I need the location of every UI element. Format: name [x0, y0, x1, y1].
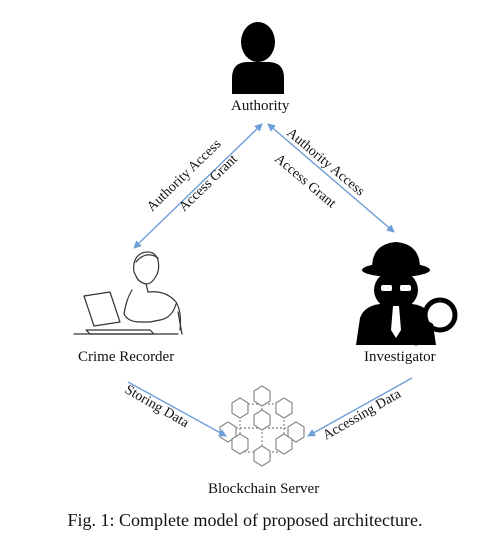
- arrow-investigator-blockchain: [307, 377, 413, 437]
- figure-caption: Fig. 1: Complete model of proposed archi…: [67, 510, 423, 530]
- blockchain-server-label: Blockchain Server: [208, 481, 320, 497]
- edge-label-bottom-left: Storing Data: [122, 382, 192, 431]
- investigator-detective-icon: [356, 242, 458, 346]
- edge-label-bottom-right: Accessing Data: [321, 386, 405, 443]
- blockchain-network-icon: [219, 385, 305, 467]
- arrow-crime-recorder-blockchain: [127, 381, 227, 437]
- arrow-authority-crime-recorder: [133, 123, 263, 249]
- crime-recorder-label: Crime Recorder: [78, 349, 175, 365]
- crime-recorder-person-icon: [73, 251, 183, 335]
- arrow-authority-investigator: [267, 123, 395, 233]
- authority-label: Authority: [231, 98, 290, 114]
- investigator-label: Investigator: [364, 349, 436, 365]
- authority-person-icon: [232, 22, 284, 94]
